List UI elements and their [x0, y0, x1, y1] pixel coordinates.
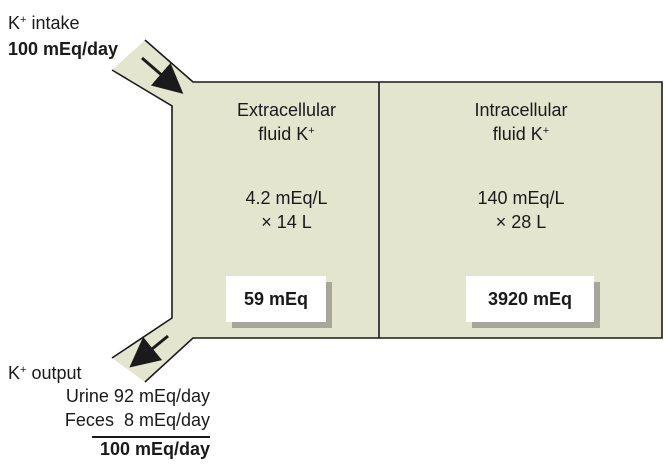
intake-arrow-icon: [141, 56, 184, 94]
intake-title: K+ intake: [8, 14, 80, 32]
intracellular-concentration: 140 mEq/L: [477, 188, 565, 208]
output-total: 100 mEq/day: [91, 436, 210, 458]
intake-inner-edge: [111, 69, 173, 359]
intake-title-k: K: [8, 13, 21, 33]
extracellular-calculation: 4.2 mEq/L × 14 L: [195, 186, 378, 234]
intake-title-sup: +: [20, 14, 27, 26]
intracellular-title-line1: Intracellular: [474, 100, 568, 120]
extracellular-title-line2: fluid K+: [195, 122, 378, 146]
extracellular-volume: × 14 L: [261, 212, 312, 232]
extracellular-title-line1: Extracellular: [236, 100, 337, 120]
intake-rate: 100 mEq/day: [8, 39, 119, 59]
intracellular-calculation: 140 mEq/L × 28 L: [380, 186, 662, 234]
output-urine: Urine 92 mEq/day: [65, 386, 210, 406]
extracellular-title-sup: +: [308, 125, 315, 137]
body-outline: [144, 39, 663, 383]
compartments-body: [172, 82, 662, 338]
intracellular-title-line2: fluid K+: [380, 122, 662, 146]
intake-title-rest: intake: [26, 13, 80, 33]
extracellular-concentration: 4.2 mEq/L: [245, 188, 328, 208]
intracellular-title: Intracellular fluid K+: [380, 98, 662, 146]
extracellular-amount: 59 mEq: [226, 276, 326, 322]
output-title: K+ output: [8, 364, 82, 382]
output-title-rest: output: [26, 363, 82, 383]
intracellular-volume: × 28 L: [495, 212, 547, 232]
output-title-sup: +: [20, 364, 27, 376]
extracellular-title: Extracellular fluid K+: [195, 98, 378, 146]
output-feces: Feces 8 mEq/day: [64, 410, 210, 430]
intracellular-amount: 3920 mEq: [466, 276, 594, 322]
extracellular-title-line2-text: fluid K: [258, 124, 309, 144]
intracellular-title-line2-text: fluid K: [492, 124, 543, 144]
output-title-k: K: [8, 363, 21, 383]
intracellular-title-sup: +: [542, 125, 550, 137]
output-arrow-icon: [129, 334, 169, 368]
